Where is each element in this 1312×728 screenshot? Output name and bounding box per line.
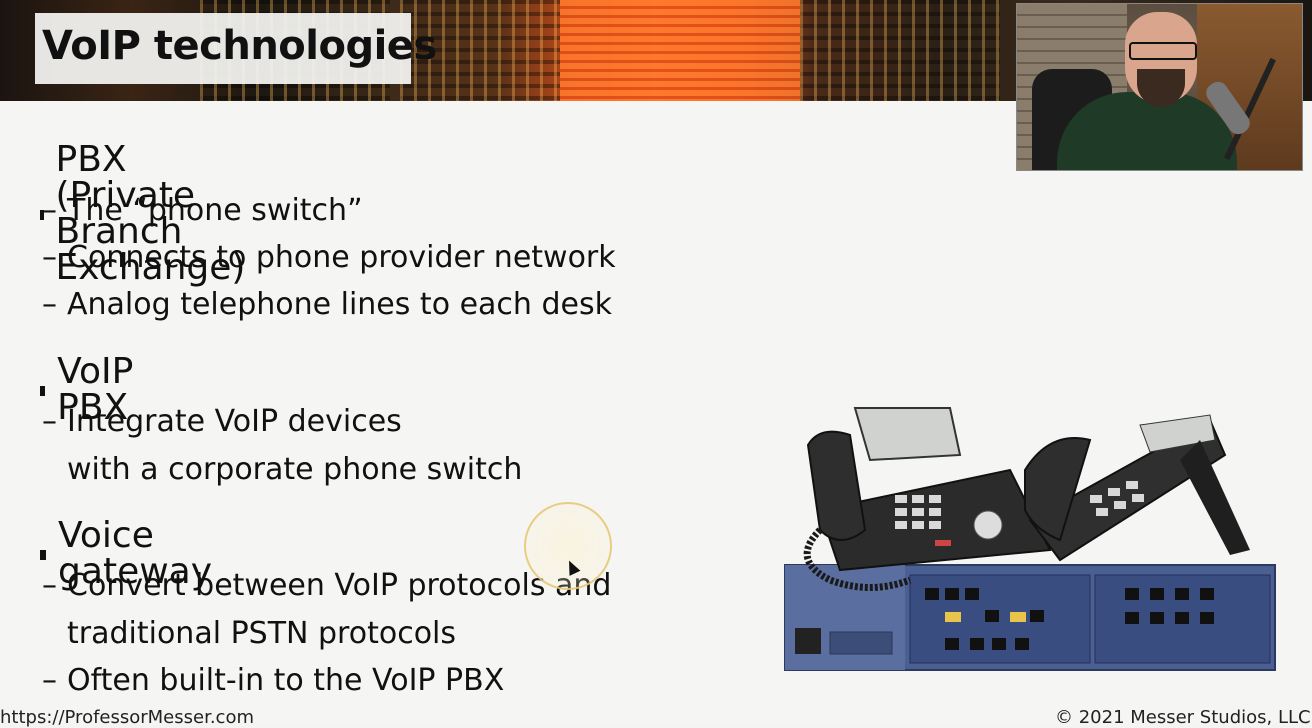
cursor-highlight <box>524 502 612 590</box>
sub-bullet-text: The “phone switch” <box>67 193 363 228</box>
sub-bullet: –Integrate VoIP devices <box>42 407 402 437</box>
server-rack-image <box>800 0 1000 101</box>
footer-copyright: © 2021 Messer Studios, LLC <box>1055 707 1311 728</box>
sub-bullet-text: Convert between VoIP protocols and <box>67 568 612 603</box>
dash-icon: – <box>42 287 57 322</box>
square-bullet-icon <box>40 210 44 220</box>
square-bullet-icon <box>40 550 47 560</box>
bullet-heading: Voice gateway <box>40 518 216 590</box>
footer-url[interactable]: https://ProfessorMesser.com <box>0 707 255 728</box>
dash-icon: – <box>42 404 57 439</box>
sub-bullet: –Often built-in to the VoIP PBX <box>42 666 504 696</box>
presenter-beard <box>1137 69 1185 107</box>
pbx-phones-illustration <box>784 407 1276 671</box>
dash-icon: – <box>42 663 57 698</box>
sub-bullet-continuation: with a corporate phone switch <box>67 452 523 487</box>
sub-bullet-text: Often built-in to the VoIP PBX <box>67 663 505 698</box>
sub-bullet: –The “phone switch” <box>42 196 363 226</box>
server-rack-image <box>400 0 560 101</box>
dash-icon: – <box>42 193 57 228</box>
square-bullet-icon <box>40 386 46 396</box>
dash-icon: – <box>42 568 57 603</box>
bullet-heading-text: VoIP PBX <box>57 351 134 428</box>
sub-bullet-text: Analog telephone lines to each desk <box>67 287 612 322</box>
presenter-body <box>1057 92 1237 170</box>
sub-bullet: –Connects to phone provider network <box>42 243 616 273</box>
presenter-glasses <box>1129 42 1197 60</box>
sub-bullet-continuation: traditional PSTN protocols <box>67 616 457 651</box>
dash-icon: – <box>42 240 57 275</box>
sub-bullet-text: Connects to phone provider network <box>67 240 616 275</box>
sub-bullet-text: Integrate VoIP devices <box>67 404 402 439</box>
bullet-heading: VoIP PBX <box>40 354 138 426</box>
title-background <box>35 13 411 84</box>
bullet-heading-text: Voice gateway <box>58 515 213 592</box>
bullet-heading: PBX (Private Branch Exchange) <box>40 142 252 286</box>
sub-bullet: –Analog telephone lines to each desk <box>42 290 612 320</box>
slide-title: VoIP technologies <box>42 23 437 69</box>
presenter-webcam <box>1016 3 1303 171</box>
data-center-aisle-image <box>560 0 800 101</box>
bullet-heading-text: PBX (Private Branch Exchange) <box>55 139 246 288</box>
sub-bullet: –Convert between VoIP protocols and <box>42 571 611 601</box>
